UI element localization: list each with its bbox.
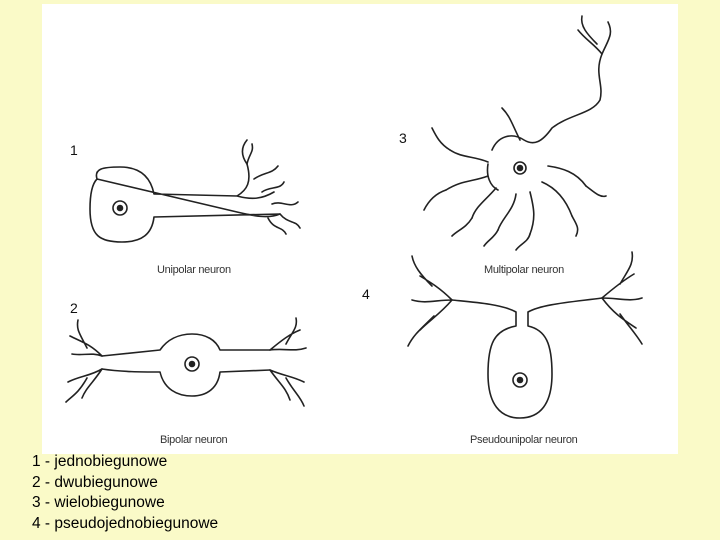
label-1: 1 <box>70 142 78 158</box>
caption-bipolar: Bipolar neuron <box>160 434 227 446</box>
pseudounipolar-neuron <box>408 252 642 418</box>
neuron-figure: 1 2 3 4 Unipolar neuron Bipolar neuron M… <box>42 4 678 454</box>
legend-item-3: 3 - wielobiegunowe <box>32 493 218 514</box>
label-4: 4 <box>362 286 370 302</box>
unipolar-neuron <box>90 140 300 242</box>
legend-item-2: 2 - dwubiegunowe <box>32 473 218 494</box>
multipolar-neuron <box>424 16 610 250</box>
caption-multipolar: Multipolar neuron <box>484 264 564 276</box>
neuron-drawings <box>42 4 678 454</box>
legend-item-4: 4 - pseudojednobiegunowe <box>32 514 218 535</box>
label-2: 2 <box>70 300 78 316</box>
label-3: 3 <box>399 130 407 146</box>
caption-unipolar: Unipolar neuron <box>157 264 231 276</box>
legend-item-1: 1 - jednobiegunowe <box>32 452 218 473</box>
legend: 1 - jednobiegunowe 2 - dwubiegunowe 3 - … <box>32 452 218 534</box>
caption-pseudounipolar: Pseudounipolar neuron <box>470 434 577 446</box>
bipolar-neuron <box>66 318 306 406</box>
